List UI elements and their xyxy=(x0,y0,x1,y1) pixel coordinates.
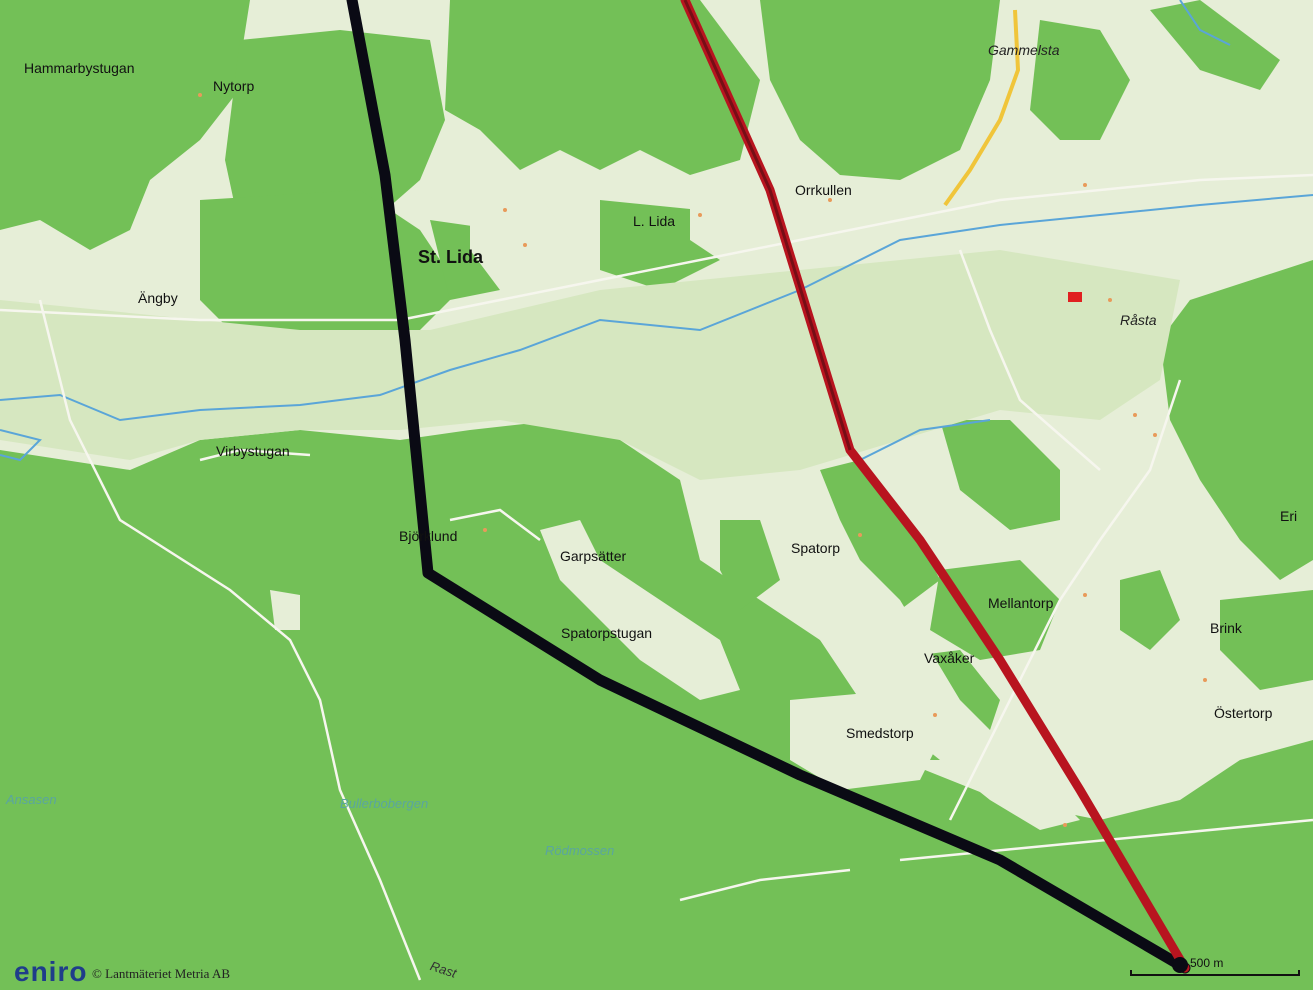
eniro-logo: eniro xyxy=(14,956,88,987)
place-label-garpsatter: Garpsätter xyxy=(560,548,627,564)
place-label-ansasen: Ansasen xyxy=(6,792,57,807)
place-label-hammarbystugan: Hammarbystugan xyxy=(24,60,135,76)
place-label-vaxaker: Vaxåker xyxy=(924,650,975,666)
field-areas xyxy=(0,250,1180,480)
black-route xyxy=(346,0,1191,974)
scale-bar-line xyxy=(1130,970,1300,976)
place-label-spatorpstugan: Spatorpstugan xyxy=(561,625,653,641)
scale-bar: 500 m xyxy=(1130,956,1300,980)
copyright-text: © Lantmäteriet Metria AB xyxy=(92,966,231,981)
place-label-bullerbobergen: Bullerbobergen xyxy=(340,796,429,811)
place-label-nytorp: Nytorp xyxy=(213,78,255,94)
scale-label: 500 m xyxy=(1190,956,1224,970)
red-building xyxy=(1068,292,1082,302)
main-road xyxy=(943,9,1021,207)
place-label-virbystugan: Virbystugan xyxy=(216,443,290,459)
red-route-shadow xyxy=(683,0,852,451)
place-label-brink: Brink xyxy=(1210,620,1242,636)
place-label-st-lida: St. Lida xyxy=(418,247,484,267)
place-label-smedstorp: Smedstorp xyxy=(846,725,914,741)
place-label-ostertorp: Östertorp xyxy=(1214,705,1273,721)
place-label-orrkullen: Orrkullen xyxy=(795,182,852,198)
water-streams xyxy=(0,0,1313,462)
building-markers xyxy=(198,93,1207,827)
place-label-mellantorp: Mellantorp xyxy=(988,595,1054,611)
place-label-angby: Ängby xyxy=(138,290,178,306)
place-label-bjorklund: Björklund xyxy=(399,528,458,544)
place-label-rasta: Råsta xyxy=(1120,312,1157,328)
place-label-gammelsta: Gammelsta xyxy=(988,42,1060,58)
place-label-spatorp: Spatorp xyxy=(791,540,841,556)
place-label-rodmossen: Rödmossen xyxy=(545,843,615,858)
place-label-eri: Eri xyxy=(1280,508,1298,524)
place-label-l-lida: L. Lida xyxy=(633,213,676,229)
route-start-marker xyxy=(1172,957,1188,973)
